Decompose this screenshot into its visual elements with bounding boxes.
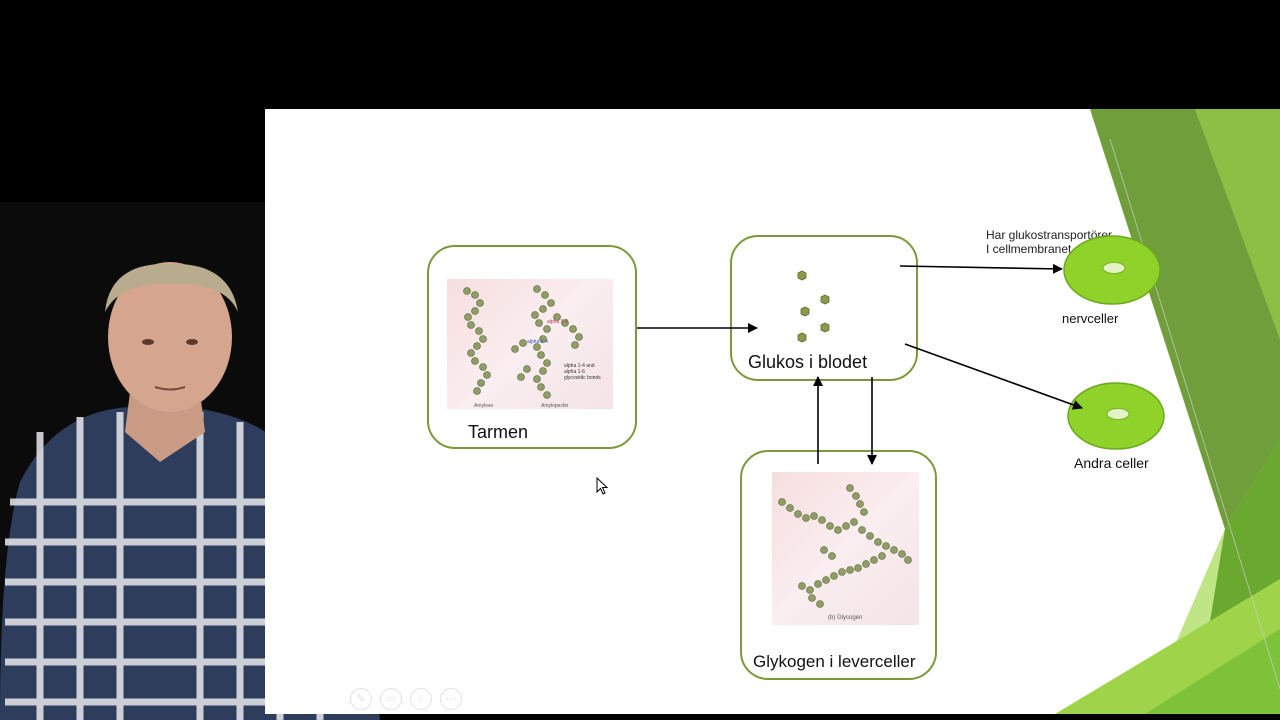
glucose-molecules — [797, 270, 830, 343]
glukos-box — [730, 235, 918, 381]
slideshow-toolbar: ✎ ▭ ⌕ ⋯ — [350, 688, 462, 710]
glycogen-caption: (b) Glycogen — [828, 615, 863, 621]
amylose-amylopectin-image — [447, 279, 613, 409]
amylopectin-caption: Amylopectin — [541, 403, 569, 409]
nervceller-label: nervceller — [1062, 311, 1119, 326]
glukos-label: Glukos i blodet — [748, 352, 868, 372]
mouse-cursor-icon — [596, 477, 608, 495]
andra-cell-shape — [1067, 382, 1165, 450]
slide-green-decoration — [1055, 109, 1280, 714]
slide: alpha 1-6 alpha 1-4 alpha 1-4 and alpha … — [265, 109, 1280, 714]
more-icon[interactable]: ⋯ — [440, 688, 462, 710]
andra-celler-label: Andra celler — [1074, 455, 1149, 471]
nervcell-shape — [1063, 235, 1161, 305]
alpha-bonds-label: alpha 1-4 and alpha 1-6 glycosidic bonds — [564, 363, 601, 381]
alpha-14-label: alpha 1-4 — [527, 339, 548, 345]
transporter-note-line2: I cellmembranet — [986, 242, 1072, 256]
slides-icon[interactable]: ▭ — [380, 688, 402, 710]
glykogen-label: Glykogen i leverceller — [753, 652, 916, 671]
glycogen-image — [772, 472, 919, 625]
alpha-16-label: alpha 1-6 — [547, 319, 568, 325]
zoom-icon[interactable]: ⌕ — [410, 688, 432, 710]
transporter-note-line1: Har glukostransportörer — [986, 228, 1113, 242]
pen-icon[interactable]: ✎ — [350, 688, 372, 710]
amylose-caption: Amylose — [474, 403, 494, 409]
tarmen-label: Tarmen — [468, 422, 529, 442]
diagram-arrows — [637, 263, 1083, 465]
